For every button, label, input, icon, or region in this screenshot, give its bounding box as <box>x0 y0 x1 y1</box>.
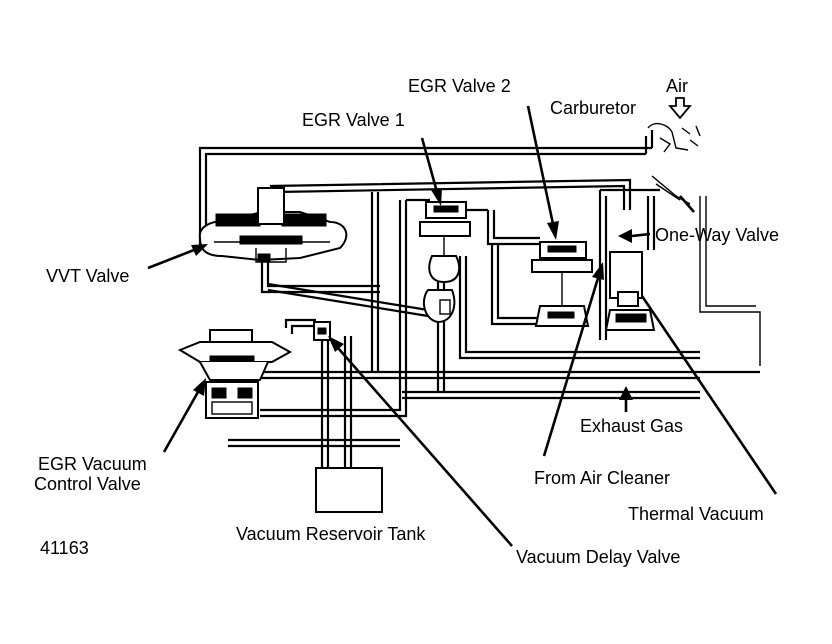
carburetor-body <box>647 122 701 205</box>
label-thermal-vacuum: Thermal Vacuum <box>628 504 764 524</box>
label-vvt-valve: VVT Valve <box>46 266 130 286</box>
vacuum-delay-valve-body <box>313 321 331 341</box>
label-egr-vacuum-control-valve-line1: EGR Vacuum <box>38 454 147 474</box>
label-exhaust-gas: Exhaust Gas <box>580 416 684 436</box>
thermal-vacuum-valve-body <box>604 309 656 331</box>
air-flow-arrow <box>668 97 692 120</box>
label-egr-vacuum-control-valve-line2: Control Valve <box>34 474 141 494</box>
figure-number: 41163 <box>40 538 89 558</box>
vacuum-hose-network <box>198 130 761 470</box>
egr-vacuum-control-valve-body <box>177 329 293 419</box>
label-egr-valve-1: EGR Valve 1 <box>302 110 405 130</box>
vacuum-reservoir-tank-body <box>315 467 383 513</box>
vvt-valve-body <box>198 187 348 263</box>
egr-valve-1-body <box>419 201 471 324</box>
label-carburetor: Carburetor <box>550 98 637 118</box>
one-way-valve-body <box>609 251 643 307</box>
label-from-air-cleaner: From Air Cleaner <box>534 468 671 488</box>
leader-lines <box>147 105 778 547</box>
label-vacuum-reservoir-tank: Vacuum Reservoir Tank <box>236 524 426 544</box>
egr-valve-2-body <box>531 241 593 327</box>
label-one-way-valve: One-Way Valve <box>655 225 780 245</box>
label-air: Air <box>666 76 688 96</box>
label-vacuum-delay-valve: Vacuum Delay Valve <box>516 547 681 567</box>
label-egr-valve-2: EGR Valve 2 <box>408 76 511 96</box>
